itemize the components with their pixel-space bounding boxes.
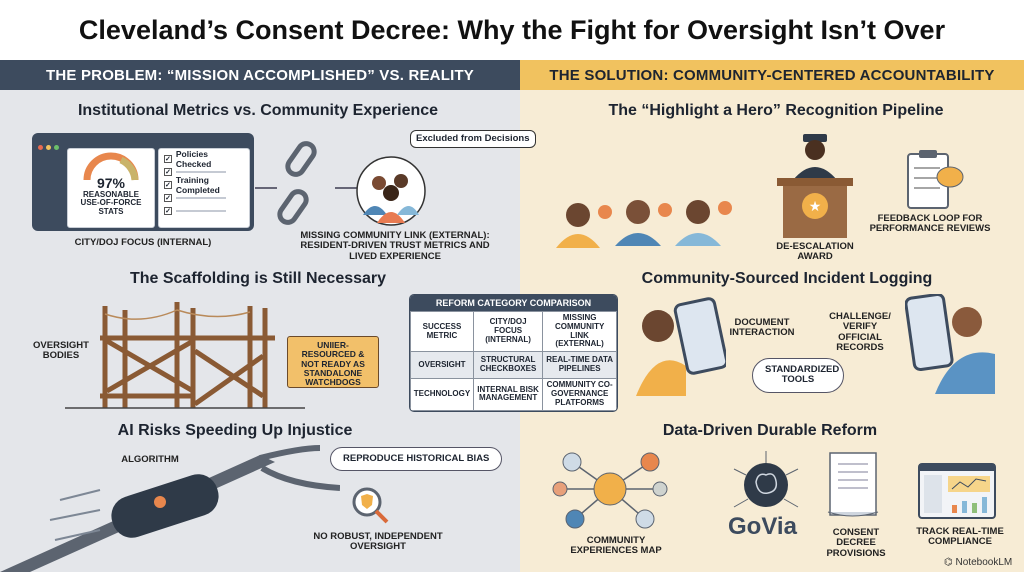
award-caption: DE-ESCALATION AWARD <box>776 241 854 263</box>
dashboard-illustration: 97% REASONABLE USE-OF-FORCE STATS ✓Polic… <box>32 133 254 231</box>
ai-title: AI Risks Speeding Up Injustice <box>117 422 353 439</box>
community-caption: MISSING COMMUNITY LINK (EXTERNAL): RESID… <box>300 230 490 262</box>
table-cell: OVERSIGHT <box>410 351 474 380</box>
checkbox-icon: ✓ <box>164 193 172 202</box>
bias-cloud: REPRODUCE HISTORICAL BIAS <box>330 447 503 472</box>
algorithm-train-illustration <box>0 445 340 572</box>
table-title: REFORM CATEGORY COMPARISON <box>410 295 617 311</box>
solution-header: THE SOLUTION: COMMUNITY-CENTERED ACCOUNT… <box>520 60 1024 90</box>
oversight-caption: NO ROBUST, INDEPENDENT OVERSIGHT <box>313 531 443 553</box>
decree-document-icon <box>827 452 879 517</box>
table-cell: CITY/DOJ FOCUS (INTERNAL) <box>472 310 544 353</box>
watermark-text: NotebookLM <box>955 557 1013 568</box>
community-map-icon <box>552 452 668 529</box>
problem-header: THE PROBLEM: “MISSION ACCOMPLISHED” VS. … <box>0 60 520 90</box>
table-cell: SUCCESS METRIC <box>410 310 474 353</box>
scaffolding-illustration <box>65 302 305 409</box>
checkbox-icon: ✓ <box>164 206 172 215</box>
comparison-table: REFORM CATEGORY COMPARISON SUCCESS METRI… <box>409 294 618 412</box>
residents-icon <box>556 200 732 248</box>
woman-phone-illustration <box>636 297 726 396</box>
oversight-bodies-label: OVERSIGHT BODIES <box>33 340 89 362</box>
gauge-value: 97% <box>96 175 126 191</box>
challenge-caption: CHALLENGE/ VERIFY OFFICIAL RECORDS <box>829 311 891 354</box>
hero-title: The “Highlight a Hero” Recognition Pipel… <box>608 102 944 119</box>
metrics-title: Institutional Metrics vs. Community Expe… <box>77 102 439 119</box>
document-caption: DOCUMENT INTERACTION <box>729 317 795 339</box>
table-cell: REAL-TIME DATA PIPELINES <box>542 351 617 380</box>
table-cell: COMMUNITY CO-GOVERNANCE PLATFORMS <box>542 378 617 411</box>
warning-sign: UNIIER-RESOURCED & NOT READY AS STANDALO… <box>287 336 379 388</box>
table-cell: INTERNAL BISK MANAGEMENT <box>472 378 544 411</box>
check-policies: Policies Checked <box>175 148 212 169</box>
check-training: Training Completed <box>175 174 220 195</box>
notebooklm-logo-icon: ⌬ <box>944 557 953 568</box>
table-cell: STRUCTURAL CHECKBOXES <box>472 351 544 380</box>
compliance-caption: TRACK REAL-TIME COMPLIANCE <box>916 526 1004 548</box>
checkbox-icon: ✓ <box>164 167 172 176</box>
notebooklm-watermark: ⌬ NotebookLM <box>944 557 1012 568</box>
table-cell: TECHNOLOGY <box>410 378 474 411</box>
logging-title: Community-Sourced Incident Logging <box>641 270 933 287</box>
map-caption: COMMUNITY EXPERIENCES MAP <box>570 535 662 557</box>
provisions-caption: CONSENT DECREE PROVISIONS <box>826 527 886 559</box>
magnifier-shield-icon <box>352 487 389 524</box>
gauge-icon <box>83 152 139 181</box>
excluded-bubble: Excluded from Decisions <box>410 130 536 149</box>
table-cell: MISSING COMMUNITY LINK (EXTERNAL) <box>542 310 617 353</box>
community-group-icon <box>356 156 426 226</box>
podium-officer-icon: ★ <box>777 134 853 238</box>
dashboard-caption: CITY/DOJ FOCUS (INTERNAL) <box>74 237 212 248</box>
gauge-label: REASONABLE USE-OF-FORCE STATS <box>80 190 142 216</box>
checkbox-icon: ✓ <box>164 180 172 189</box>
page-title: Cleveland’s Consent Decree: Why the Figh… <box>78 14 946 45</box>
tools-cloud: STANDARDIZED TOOLS <box>752 358 844 393</box>
clipboard-feedback-icon <box>907 150 964 209</box>
algorithm-label: ALGORITHM <box>121 454 179 465</box>
feedback-caption: FEEDBACK LOOP FOR PERFORMANCE REVIEWS <box>869 213 991 235</box>
checkbox-icon: ✓ <box>164 154 172 163</box>
brain-network-icon <box>733 451 799 508</box>
compliance-dashboard-icon <box>918 463 996 519</box>
broken-chain-icon <box>255 141 363 225</box>
scaffold-title: The Scaffolding is Still Necessary <box>129 270 387 287</box>
svg-text:★: ★ <box>809 198 822 214</box>
data-title: Data-Driven Durable Reform <box>662 422 878 439</box>
govia-logo: GoVia <box>728 513 797 540</box>
man-phone-illustration <box>905 294 995 394</box>
